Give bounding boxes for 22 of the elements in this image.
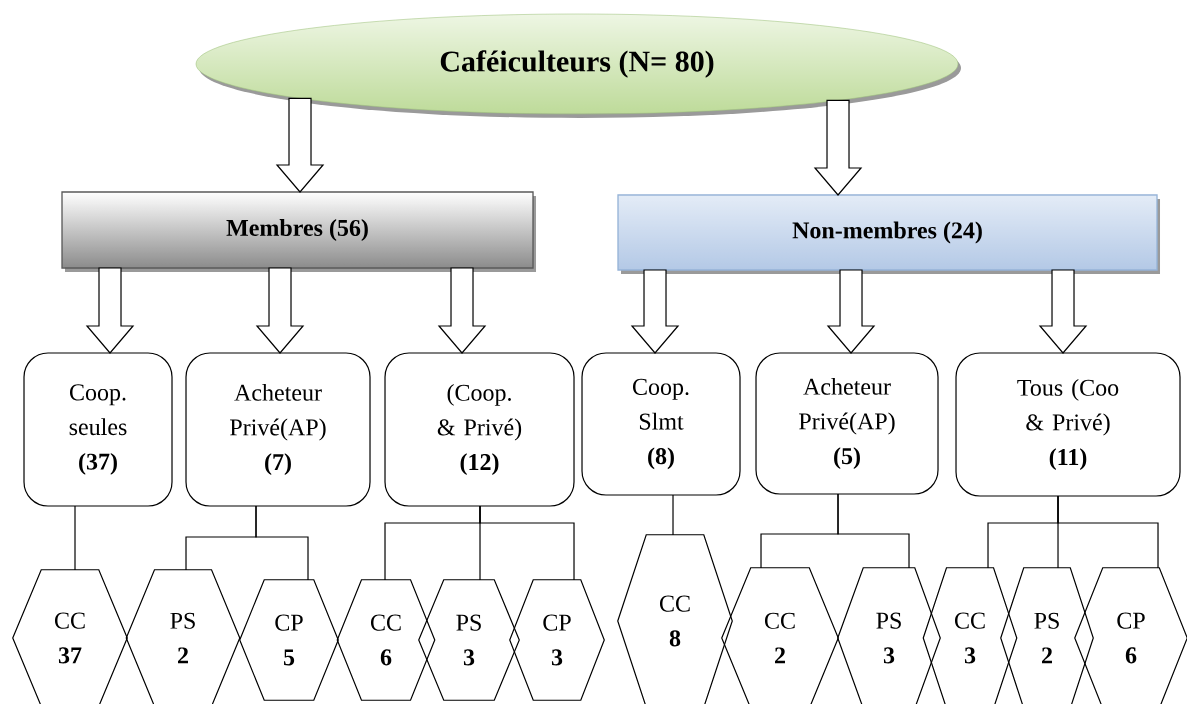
group-box: Non-membres (24) [617, 194, 1160, 274]
category-box: Coop. seules (37) [23, 352, 173, 507]
connector-line [74, 505, 76, 571]
group-box: Membres (56) [61, 191, 536, 272]
block-arrow [813, 99, 863, 196]
connector-line [837, 493, 910, 569]
block-arrow [255, 267, 305, 354]
category-box: Coop. Slmt (8) [581, 352, 741, 496]
category-box: Acheteur Privé(AP) (7) [185, 352, 371, 507]
category-box: (Coop. & Privé) (12) [384, 352, 575, 507]
block-arrow [437, 267, 487, 354]
connector-line [672, 494, 674, 536]
block-arrow [1038, 269, 1088, 354]
category-box: Acheteur Privé(AP) (5) [755, 352, 939, 495]
block-arrow [275, 97, 325, 193]
block-arrow [826, 269, 876, 354]
block-arrow [630, 269, 680, 354]
connector-line [255, 505, 309, 581]
connector-line [479, 505, 575, 581]
category-box: Tous (Coo & Privé) (11) [955, 352, 1181, 497]
block-arrow [85, 267, 135, 354]
connector-line [1057, 495, 1159, 569]
